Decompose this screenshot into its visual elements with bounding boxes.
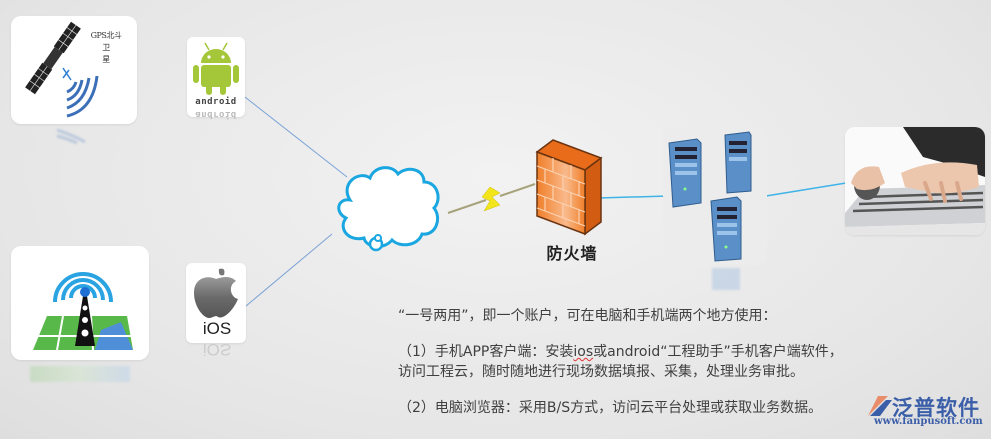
- server-3: [710, 196, 742, 262]
- logo-url[interactable]: www.fanpusoft.com: [874, 416, 983, 427]
- gps-satellite-card: [11, 16, 137, 124]
- ios-spell-flag: ios: [573, 344, 594, 360]
- keyboard-typing-photo: [845, 127, 985, 235]
- location-reflection: [30, 366, 130, 382]
- ios-card: [186, 263, 246, 343]
- server-tower-icon: [668, 131, 752, 262]
- ios-label: iOS: [202, 319, 232, 338]
- description-item-1: （1）手机APP客户端：安装ios或android“工程助手”手机客户端软件，: [398, 344, 843, 360]
- gps-reflection: [56, 128, 86, 144]
- description-intro: “一号两用”，即一个账户，可在电脑和手机端两个地方使用：: [398, 308, 777, 324]
- description-item-2: （2）电脑浏览器：采用B/S方式，访问云平台处理或获取业务数据。: [398, 400, 823, 416]
- android-robot-icon: [193, 42, 239, 95]
- ios-label-reflection: iOS: [202, 340, 232, 359]
- description-block: “一号两用”，即一个账户，可在电脑和手机端两个地方使用： （1）手机APP客户端…: [398, 306, 918, 418]
- server-1: [668, 138, 702, 208]
- firewall-label: 防火墙: [546, 244, 598, 263]
- lightning-icon: [481, 186, 501, 212]
- android-card: [187, 37, 245, 117]
- description-item-1-line-2: 访问工程云，随时随地进行现场数据填报、采集，处理业务审批。: [398, 364, 804, 380]
- location-tower-card: [11, 246, 149, 360]
- android-label-reflection: android: [195, 109, 237, 119]
- gps-label: GPS北斗卫 星: [90, 31, 122, 64]
- brick-firewall-icon: [535, 139, 603, 236]
- cloud-icon: [337, 166, 440, 252]
- apple-icon: [194, 268, 238, 319]
- satellite-icon: [25, 21, 99, 118]
- pc-keyboard-photo: [845, 127, 985, 235]
- android-label: android: [195, 97, 237, 107]
- fanpusoft-logo[interactable]: 泛普软件 www.fanpusoft.com: [862, 392, 990, 436]
- servers-card: [663, 127, 767, 265]
- fanpu-logo-mark-icon: [868, 396, 892, 416]
- server-2: [724, 131, 752, 194]
- signal-tower-map-icon: [33, 272, 133, 351]
- logo-name: 泛普软件: [892, 396, 980, 420]
- servers-reflection: [712, 268, 740, 290]
